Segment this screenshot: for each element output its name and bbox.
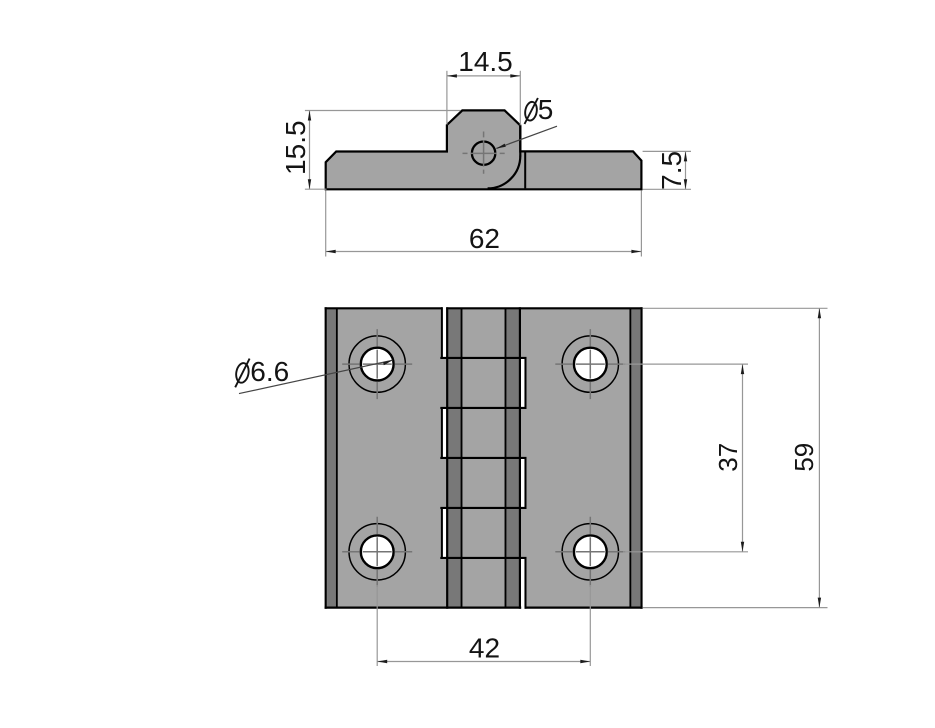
svg-text:6.6: 6.6 [250,356,289,387]
svg-text:7.5: 7.5 [656,151,687,190]
svg-text:14.5: 14.5 [458,46,513,77]
svg-text:59: 59 [789,443,819,472]
svg-text:37: 37 [713,443,743,472]
svg-text:15.5: 15.5 [280,120,311,175]
svg-text:42: 42 [469,633,500,664]
svg-text:5: 5 [538,94,554,125]
svg-text:62: 62 [469,223,500,254]
